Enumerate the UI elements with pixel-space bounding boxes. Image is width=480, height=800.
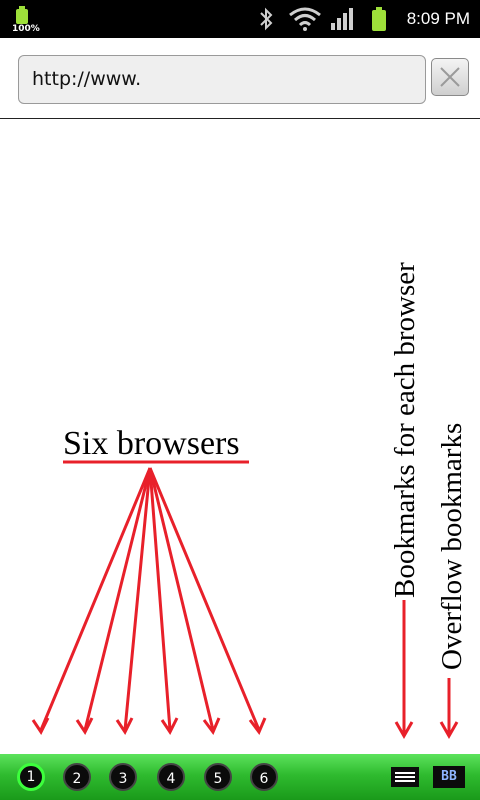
battery-icon: [372, 7, 386, 31]
bottom-toolbar: 1 2 3 4 5 6 BB: [0, 754, 480, 800]
arrow-to-tab-3: [115, 467, 152, 735]
status-bar: 100% 8:09 PM: [0, 0, 480, 38]
battery-percent: 100%: [12, 24, 40, 34]
overflow-arrow: [439, 678, 459, 740]
browser-arrows: [31, 467, 267, 735]
browser-tab-3[interactable]: 3: [109, 763, 137, 791]
signal-icon: [331, 8, 353, 30]
six-browsers-label: Six browsers: [63, 425, 240, 462]
arrow-to-tab-6: [148, 467, 267, 735]
browser-tab-2[interactable]: 2: [63, 763, 91, 791]
browser-tab-4[interactable]: 4: [157, 763, 185, 791]
browser-tab-6[interactable]: 6: [250, 763, 278, 791]
bluetooth-icon: [260, 7, 273, 31]
battery-status: 100%: [12, 6, 42, 34]
close-icon: [440, 67, 460, 87]
url-bar: http://www.: [0, 38, 480, 119]
browser-tab-5[interactable]: 5: [204, 763, 232, 791]
bookmarks-each-label: Bookmarks for each browser: [389, 262, 421, 598]
menu-icon: [395, 772, 415, 782]
clear-url-button[interactable]: [431, 58, 469, 96]
clock: 8:09 PM: [406, 9, 470, 28]
overflow-label: Overflow bookmarks: [436, 423, 468, 670]
arrow-to-tab-1: [31, 467, 152, 735]
overflow-bookmarks-button[interactable]: BB: [433, 766, 465, 788]
wifi-icon: [289, 7, 321, 31]
arrow-to-tab-4: [148, 467, 179, 735]
battery-icon: [16, 6, 28, 24]
url-input[interactable]: http://www.: [18, 55, 426, 104]
arrow-to-tab-5: [148, 467, 221, 735]
browser-tab-1[interactable]: 1: [17, 763, 45, 791]
bookmarks-arrow: [394, 600, 414, 740]
bookmarks-menu-button[interactable]: [391, 767, 419, 787]
arrow-to-tab-2: [75, 467, 152, 735]
